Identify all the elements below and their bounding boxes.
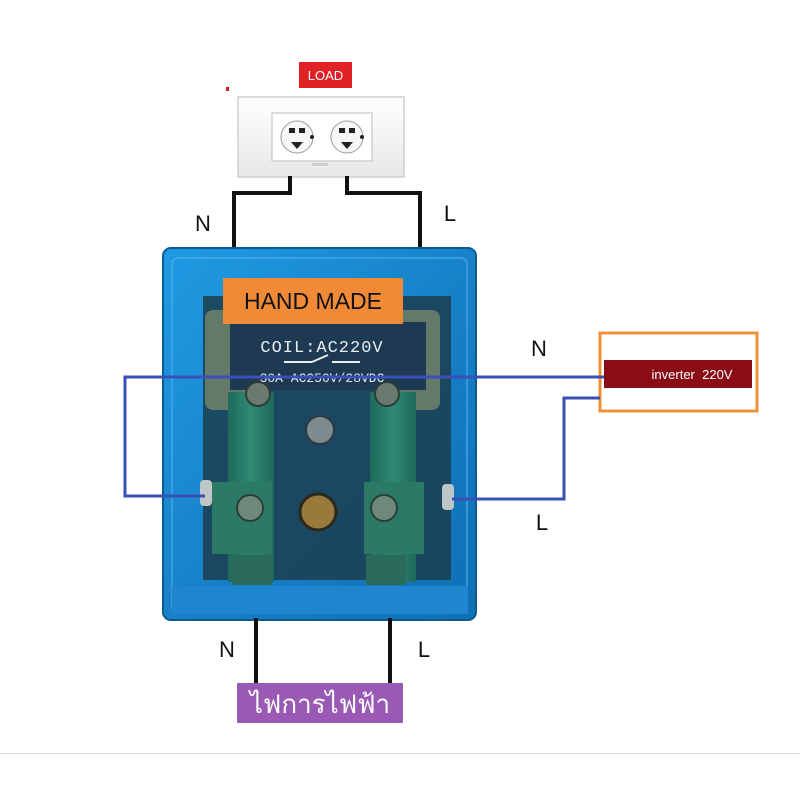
footer-divider xyxy=(0,753,800,754)
terminal-screw-lower-right xyxy=(370,494,398,522)
center-screw-upper xyxy=(305,415,335,445)
load-badge: LOAD xyxy=(299,62,352,88)
side-contact-left xyxy=(200,480,212,506)
mains-n-label: N xyxy=(219,637,235,662)
mains-l-label: L xyxy=(418,637,430,662)
inverter-wire-l xyxy=(452,396,600,501)
hand-made-label: HAND MADE xyxy=(244,288,382,314)
mains-label: ไฟการไฟฟ้า xyxy=(248,689,390,720)
load-label: LOAD xyxy=(308,68,343,83)
load-wire-l xyxy=(345,176,422,252)
terminal-tab-right xyxy=(366,555,406,585)
inverter-wire-n xyxy=(123,375,604,498)
inverter-box: inverter 220V xyxy=(598,331,759,413)
terminal-screw-left xyxy=(245,381,271,407)
socket-left xyxy=(280,120,314,154)
relay-bottom-edge xyxy=(172,586,468,614)
inverter-badge xyxy=(604,360,752,388)
contact-symbol xyxy=(284,354,360,363)
inverter-n-label: N xyxy=(531,336,547,361)
load-n-label: N xyxy=(195,211,211,236)
center-screw-lower xyxy=(298,492,338,532)
red-mark xyxy=(226,87,229,91)
hand-made-badge: HAND MADE xyxy=(223,278,403,324)
side-contact-right xyxy=(442,484,454,510)
mains-badge: ไฟการไฟฟ้า xyxy=(237,683,403,723)
terminal-tab-left xyxy=(232,555,272,585)
terminal-arm-right xyxy=(364,482,424,554)
socket-right xyxy=(330,120,364,154)
terminal-screw-right xyxy=(374,381,400,407)
wall-outlet xyxy=(237,96,405,178)
inverter-l-label: L xyxy=(536,510,548,535)
inverter-label: inverter 220V xyxy=(652,367,733,382)
coil-label: COIL:AC220V xyxy=(260,339,383,358)
load-wire-n xyxy=(232,176,292,252)
relay-body: COIL:AC220V 30A AC250V/28VDC xyxy=(162,247,477,621)
load-l-label: L xyxy=(444,201,456,226)
terminal-screw-lower-left xyxy=(236,494,264,522)
